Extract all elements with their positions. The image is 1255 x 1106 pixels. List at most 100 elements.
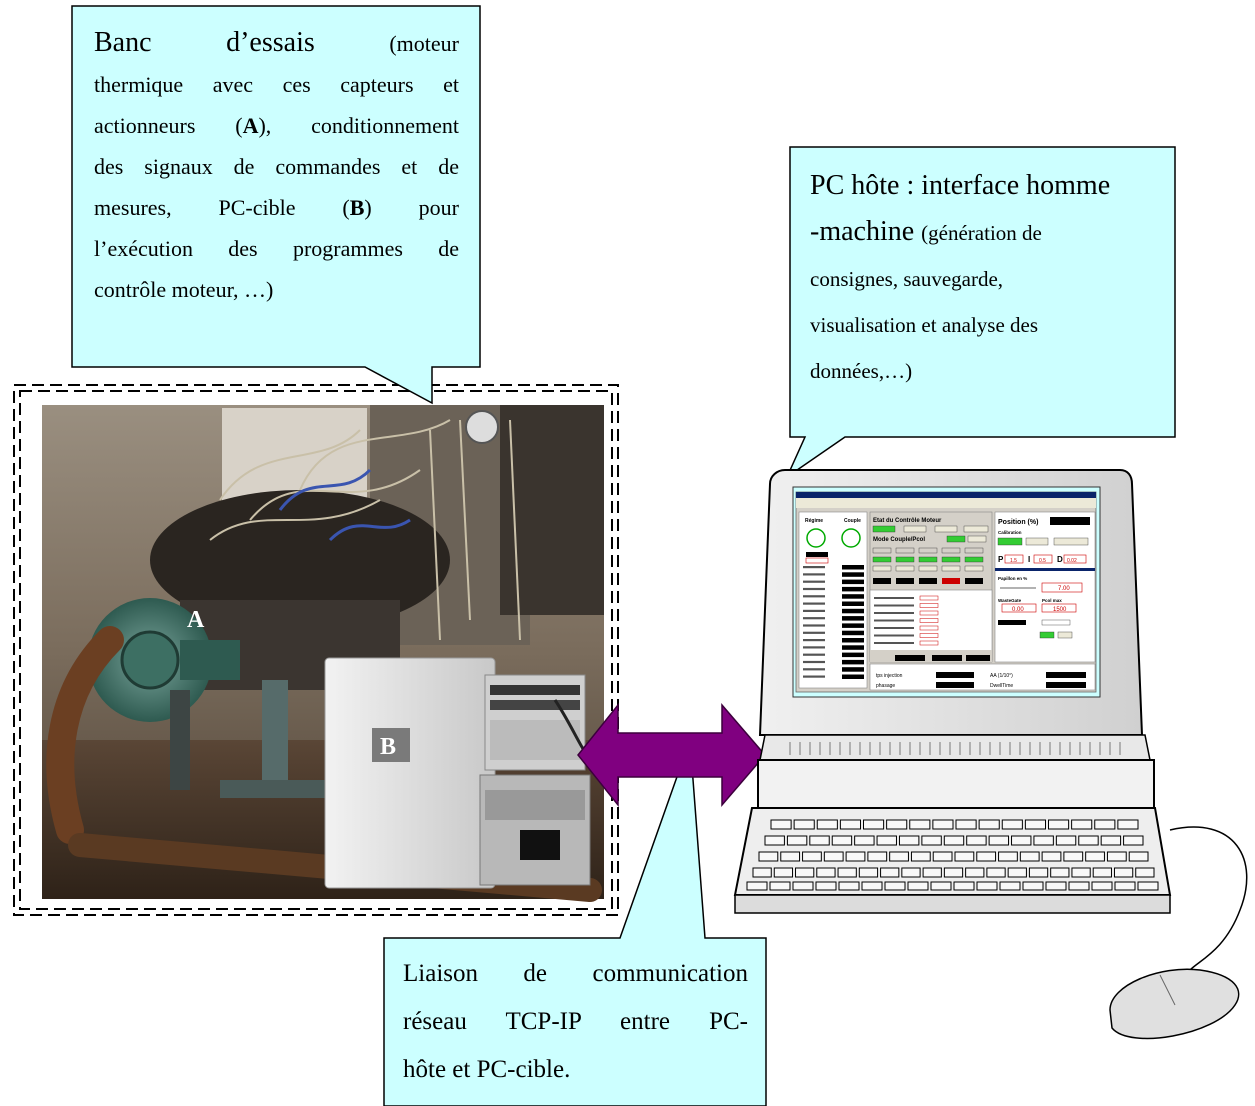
callout-host-pc-line: visualisation et analyse des (810, 313, 1039, 337)
screen-papillon-label: Papillon en % (998, 576, 1027, 581)
screen-row-value (842, 586, 864, 592)
screen-row-value (842, 579, 864, 585)
screen-row-label (803, 631, 825, 634)
screen-value-box (919, 578, 937, 584)
screen-phasage-label: phasage (876, 683, 895, 689)
screen-value-box (873, 578, 891, 584)
screen-input (919, 618, 939, 623)
keyboard-key (1137, 881, 1159, 891)
keyboard-key (884, 881, 906, 891)
keyboard-key (795, 867, 815, 878)
screen-row-label (803, 602, 825, 605)
callout-network-link-line: réseau TCP-IP entre PC- (403, 1008, 748, 1035)
label-b: B (380, 734, 396, 760)
screen-input (919, 625, 939, 631)
screen-row-label (803, 580, 825, 583)
keyboard-key (1117, 819, 1139, 830)
screen-pid-d-value: 0.02 (1067, 558, 1077, 564)
keyboard-key (858, 867, 879, 878)
keyboard-key (1048, 819, 1070, 830)
callout-network-link-line: Liaison de communication (403, 960, 748, 987)
callout-network-link (383, 739, 767, 1106)
test-bench-photo: A B (42, 405, 604, 902)
keyboard-key (823, 851, 844, 862)
keyboard-key (786, 835, 808, 846)
keyboard-key (1113, 867, 1134, 878)
keyboard-key (889, 851, 909, 862)
screen-row-value (842, 645, 864, 650)
screen-row-value (842, 652, 864, 658)
keyboard-key (880, 867, 900, 878)
keyboard-key (907, 881, 929, 891)
screen-row-label (803, 639, 825, 642)
keyboard-key (1055, 835, 1077, 846)
screen-wastegate-value: 0.00 (1012, 607, 1024, 613)
screen-row-value (842, 601, 864, 606)
keyboard-key (816, 867, 836, 878)
screen-couple-title: Couple (844, 518, 861, 524)
keyboard-key (986, 867, 1006, 878)
keyboard-key (1094, 819, 1116, 830)
screen-input (919, 595, 939, 601)
keyboard-key (955, 819, 977, 830)
keyboard-key (770, 819, 792, 830)
screen-aa-label: AA (1/10°) (990, 673, 1013, 679)
callout-test-bench-line: actionneurs (A), conditionnement (94, 113, 459, 138)
screen-row-value (842, 667, 864, 672)
screen-papillon-value: 7.00 (1058, 586, 1070, 592)
screen-led (872, 556, 892, 563)
photo-dashed-frame (13, 384, 619, 916)
screen-line (874, 619, 914, 622)
callout-host-pc-line: données,…) (810, 359, 913, 383)
keyboard-key (854, 835, 875, 846)
keyboard-key (816, 819, 838, 830)
keyboard-keys (746, 819, 1159, 891)
screen-input (919, 633, 939, 638)
keyboard-key (1092, 867, 1112, 878)
keyboard-key (943, 835, 965, 846)
screen-row-value (842, 572, 864, 577)
screen-line (874, 627, 914, 629)
screen-row-value (842, 674, 864, 679)
screen-input (919, 610, 939, 616)
callout-host-pc-text: PC hôte : interface homme-machine (génér… (810, 163, 1158, 394)
keyboard-key (1128, 851, 1149, 862)
screen-mode-title: Mode Couple/Pcol (873, 537, 925, 543)
keyboard-key (978, 819, 1000, 830)
callout-host-pc (785, 146, 1176, 480)
keyboard-key (922, 867, 942, 878)
screen-row-label (803, 668, 825, 671)
keyboard-key (1045, 881, 1067, 891)
keyboard-key (998, 851, 1018, 862)
screen-led (964, 565, 984, 572)
screen-row-label (803, 617, 825, 620)
keyboard-key (966, 835, 987, 846)
keyboard-key (943, 867, 964, 878)
keyboard-key (1033, 835, 1054, 846)
screen-input (919, 640, 939, 646)
keyboard-key (1114, 881, 1136, 891)
keyboard-key (1001, 819, 1023, 830)
keyboard-key (839, 819, 861, 830)
keyboard-key (1041, 851, 1062, 862)
screen-row-label (803, 660, 825, 664)
keyboard-key (965, 867, 985, 878)
callout-host-pc-line: PC hôte : interface homme (810, 170, 1111, 201)
keyboard-key (1135, 867, 1155, 878)
keyboard-key (1091, 881, 1113, 891)
keyboard-key (1071, 867, 1091, 878)
screen-row-label (803, 653, 825, 656)
screen-line (874, 597, 914, 599)
screen-row-value (842, 630, 864, 636)
keyboard-key (1071, 819, 1093, 830)
screen-led (895, 556, 915, 563)
keyboard-key (802, 851, 822, 862)
callout-test-bench-line: mesures, PC-cible (B) pour (94, 195, 459, 220)
callout-test-bench-line: thermique avec ces capteurs et (94, 72, 459, 97)
screen-pcol-max-label: Pcol max (1042, 598, 1062, 603)
keyboard-key (746, 881, 768, 891)
keyboard-key (1063, 851, 1084, 862)
screen-main-title: Etat du Contrôle Moteur (873, 518, 942, 524)
callout-test-bench-line: des signaux de commandes et de (94, 154, 459, 179)
screen-led (941, 565, 961, 572)
